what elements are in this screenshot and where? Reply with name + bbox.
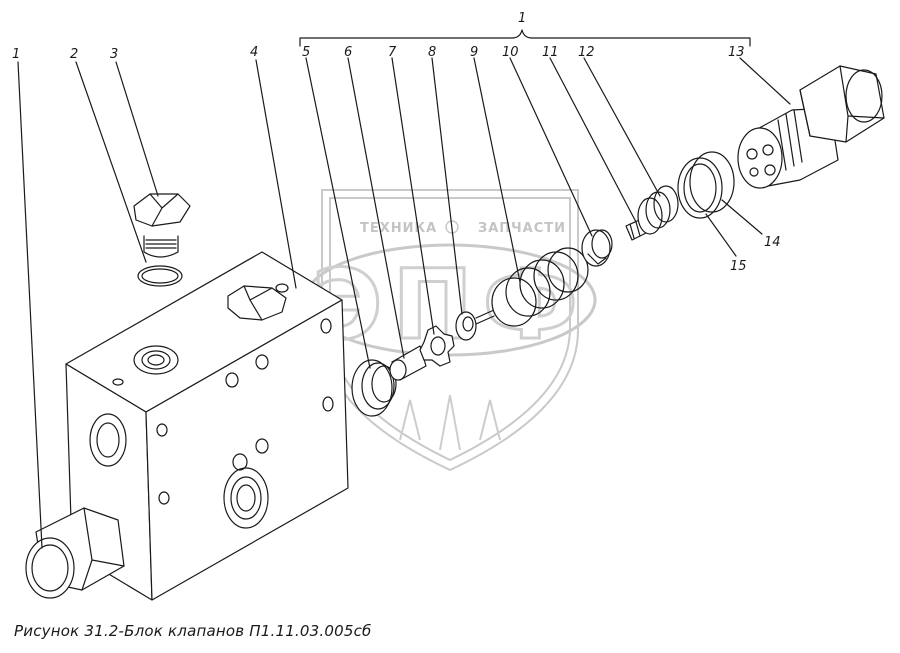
callout-10: 10 — [502, 45, 519, 60]
callout-6: 6 — [344, 45, 352, 60]
watermark-text-right: ЗАПЧАСТИ — [478, 221, 566, 236]
callout-7: 7 — [388, 45, 397, 60]
seal-ring-part-2 — [137, 265, 183, 287]
callout-14: 14 — [764, 235, 781, 250]
spring-seat-part-10 — [581, 229, 613, 267]
callout-4: 4 — [250, 45, 258, 60]
leader-lines — [17, 57, 791, 549]
hex-plug-top — [227, 285, 287, 321]
seal-cup-part-5 — [351, 359, 397, 417]
washer-part-8 — [455, 309, 495, 341]
callout-12: 12 — [578, 45, 595, 60]
callout-9: 9 — [470, 45, 478, 60]
callout-2: 2 — [70, 47, 78, 62]
callout-numbers: 1 2 3 4 5 6 7 8 9 10 11 12 13 14 15 — [12, 45, 781, 274]
watermark-logo: ТЕХНИКА ЗАПЧАСТИ ЭПФ — [303, 189, 597, 472]
group-bracket: 1 — [299, 11, 751, 47]
valve-seat-part-6 — [389, 345, 427, 381]
callout-3: 3 — [110, 47, 118, 62]
watermark-text-left: ТЕХНИКА — [360, 221, 437, 236]
callout-1: 1 — [12, 47, 20, 62]
callout-5: 5 — [302, 45, 310, 60]
hex-plug-part-3 — [133, 193, 191, 258]
small-spring-part-12 — [637, 185, 679, 235]
valve-cartridge-part-13 — [737, 65, 885, 189]
star-washer-part-7 — [419, 325, 455, 367]
callout-8: 8 — [428, 45, 436, 60]
callout-11: 11 — [542, 45, 559, 60]
ring-part-15 — [677, 157, 723, 219]
plug-part-1 — [25, 507, 125, 599]
spring-part-9 — [491, 247, 589, 327]
callout-13: 13 — [728, 45, 745, 60]
figure-caption: Рисунок 31.2-Блок клапанов П1.11.03.005с… — [14, 622, 372, 640]
callout-15: 15 — [730, 259, 747, 274]
callout-group-1: 1 — [518, 11, 526, 26]
ring-part-14 — [689, 151, 735, 213]
